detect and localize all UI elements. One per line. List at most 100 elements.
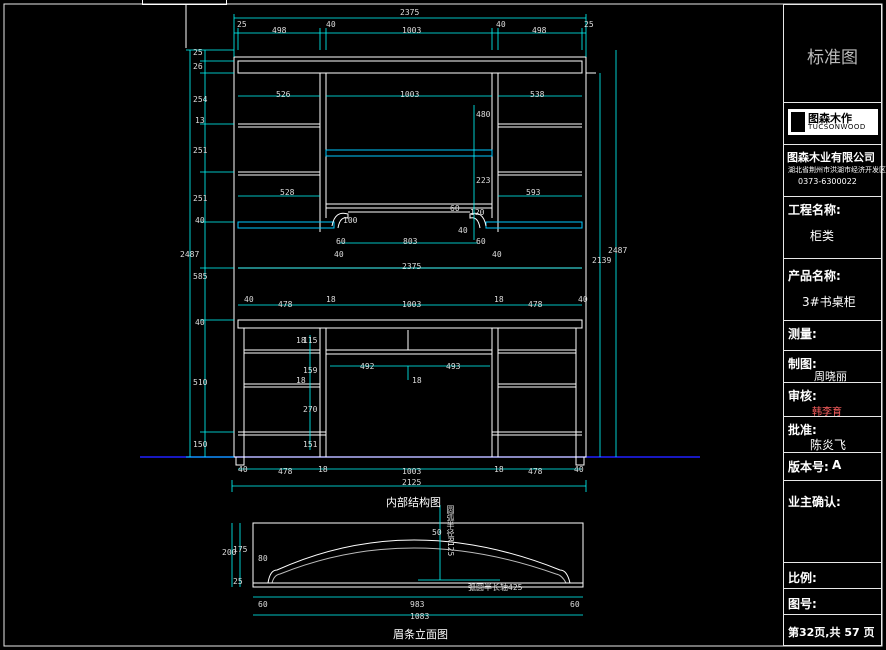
- dim-desk-top: 478: [278, 300, 293, 309]
- front-note: 50: [432, 528, 442, 537]
- dim-arch: 40: [334, 250, 344, 259]
- dim-arch: 40: [492, 250, 502, 259]
- dim-desk-top: 18: [326, 295, 336, 304]
- dim-desk-top: 40: [578, 295, 588, 304]
- front-note: 弧圆半长轴425: [468, 583, 523, 592]
- project-label: 工程名称:: [788, 203, 841, 217]
- dim-desk-inner: 18: [296, 376, 306, 385]
- dim-desk-inner: 18: [412, 376, 422, 385]
- dim-left: 13: [195, 116, 205, 125]
- dim-left: 251: [193, 194, 208, 203]
- version-cell: 版本号: A: [784, 453, 881, 481]
- dim-desk-inner: 151: [303, 440, 318, 449]
- dim-front-left: 200: [222, 548, 237, 557]
- dim-top-seg: 25: [237, 20, 247, 29]
- draw-value: 周晓丽: [814, 370, 847, 383]
- dim-bottom: 40: [574, 465, 584, 474]
- dim-mid-shelf: 528: [280, 188, 295, 197]
- scale-cell: 比例:: [784, 563, 881, 589]
- owner-cell: 业主确认:: [784, 481, 881, 563]
- product-cell: 产品名称: 3#书桌柜: [784, 259, 881, 321]
- review-signature: 韩李育: [812, 407, 842, 418]
- dim-left: 26: [193, 62, 203, 71]
- dim-front-bottom: 60: [258, 600, 268, 609]
- approve-cell: 批准: 陈炎飞: [784, 417, 881, 453]
- company-cell: 图森木业有限公司 湖北省荆州市洪湖市经济开发区 0373-6300022: [784, 145, 886, 197]
- dim-right-col: 480: [476, 110, 491, 119]
- drawing-no-label: 图号:: [788, 597, 817, 611]
- dim-mid-total: 2375: [402, 262, 422, 271]
- review-label: 审核:: [788, 389, 817, 403]
- dim-bottom: 18: [494, 465, 504, 474]
- product-label: 产品名称:: [788, 269, 841, 283]
- dim-left: 40: [195, 216, 205, 225]
- dim-desk-inner: 492: [360, 362, 375, 371]
- product-value: 3#书桌柜: [802, 295, 856, 309]
- dim-bottom: 18: [318, 465, 328, 474]
- dim-desk-top: 1003: [402, 300, 422, 309]
- front-elevation: [231, 505, 584, 616]
- dim-arch: 60: [336, 237, 346, 246]
- review-cell: 审核: 韩李育: [784, 383, 881, 418]
- dim-left: 40: [195, 318, 205, 327]
- standard-cell: 标准图: [784, 5, 881, 103]
- logo-mark-icon: [791, 112, 805, 132]
- logo-cell: 图森木作 TUCSONWOOD: [784, 103, 881, 145]
- dim-bottom: 1003: [402, 467, 422, 476]
- dim-left-overall: 2487: [180, 250, 200, 259]
- logo-text: 图森木作: [808, 112, 852, 125]
- project-cell: 工程名称: 柜类: [784, 197, 881, 259]
- dim-front-left: 175: [233, 545, 248, 554]
- dim-bottom: 40: [238, 465, 248, 474]
- draw-cell: 制图: 周晓丽: [784, 351, 881, 383]
- dim-upper-shelf: 538: [530, 90, 545, 99]
- dim-top-seg: 40: [496, 20, 506, 29]
- version-label: 版本号:: [788, 460, 829, 474]
- dim-desk-inner: 18: [296, 336, 306, 345]
- dim-top-seg: 40: [326, 20, 336, 29]
- caption-internal: 内部结构图: [386, 496, 441, 509]
- sheet-tab: [142, 0, 227, 5]
- draw-label: 制图:: [788, 357, 817, 371]
- dim-left: 254: [193, 95, 208, 104]
- owner-label: 业主确认:: [788, 495, 841, 509]
- dim-arch: 100: [343, 216, 358, 225]
- dim-desk-top: 478: [528, 300, 543, 309]
- dim-top-total: 2375: [400, 8, 420, 17]
- dim-front-bottom: 60: [570, 600, 580, 609]
- dim-front-bottom: 983: [410, 600, 425, 609]
- measure-cell: 测量:: [784, 321, 881, 351]
- dim-bottom-total: 2125: [402, 478, 422, 487]
- dim-upper-shelf: 1003: [400, 90, 420, 99]
- dim-bottom: 478: [278, 467, 293, 476]
- dim-front-left: 80: [258, 554, 268, 563]
- dim-desk-inner: 159: [303, 366, 318, 375]
- dim-right-col: 120: [470, 208, 485, 217]
- scale-label: 比例:: [788, 571, 817, 585]
- dim-front-left: 25: [233, 577, 243, 586]
- dim-desk-inner: 115: [303, 336, 318, 345]
- dim-top-seg: 498: [532, 26, 547, 35]
- dim-desk-top: 18: [494, 295, 504, 304]
- approve-label: 批准:: [788, 423, 817, 437]
- dim-bottom: 478: [528, 467, 543, 476]
- drawing-frame: [3, 3, 883, 647]
- dim-arch: 60: [476, 237, 486, 246]
- drawing-no-cell: 图号:: [784, 589, 881, 615]
- dim-left: 510: [193, 378, 208, 387]
- company-address: 湖北省荆州市洪湖市经济开发区: [788, 166, 886, 174]
- dim-arch: 40: [458, 226, 468, 235]
- page-cell: 第32页,共 57 页: [784, 615, 881, 645]
- standard-title: 标准图: [807, 48, 858, 68]
- dim-right-overall: 2139: [592, 256, 612, 265]
- dim-left: 251: [193, 146, 208, 155]
- page-info: 第32页,共 57 页: [788, 626, 875, 639]
- dim-left: 25: [193, 48, 203, 57]
- company-phone: 0373-6300022: [798, 177, 857, 186]
- dim-upper-shelf: 526: [276, 90, 291, 99]
- dim-mid-shelf: 593: [526, 188, 541, 197]
- front-note: 圆弧半径R125: [446, 505, 455, 557]
- company-name: 图森木业有限公司: [787, 151, 875, 164]
